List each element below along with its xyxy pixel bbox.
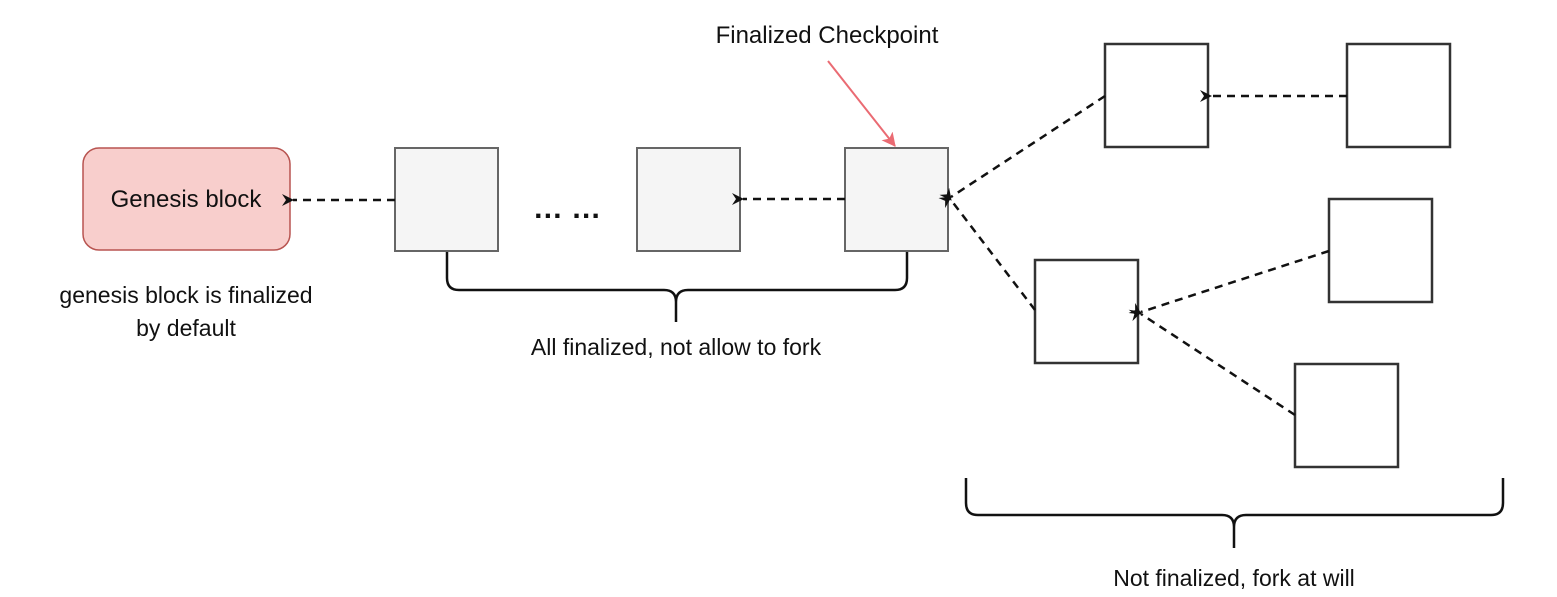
fork-block-b-shape — [1033, 258, 1140, 365]
finalized-block-1-shape — [394, 147, 499, 252]
fork-block-b-child-2-shape — [1293, 362, 1400, 469]
fork-block-a-child — [1345, 42, 1452, 149]
fork-brace-label: Not finalized, fork at will — [1113, 565, 1355, 591]
genesis-block: Genesis block — [82, 147, 291, 251]
edge-forkA-to-checkpoint — [938, 94, 1106, 209]
chain-ellipsis: … … — [533, 192, 601, 225]
fork-block-b-child-1-shape — [1327, 197, 1434, 304]
fork-block-b-child-1 — [1327, 197, 1434, 304]
fork-block-b — [1033, 258, 1140, 365]
checkpoint-block-shape — [844, 147, 949, 252]
finalized-block-2 — [636, 147, 741, 252]
fork-block-b-child-2 — [1293, 362, 1400, 469]
edge-forkBchild2-to-forkB — [1128, 302, 1296, 417]
genesis-caption-line2: by default — [136, 315, 236, 341]
fork-block-a-shape — [1103, 42, 1210, 149]
finalized-block-1 — [394, 147, 499, 252]
finalized-block-2-shape — [636, 147, 741, 252]
edge-forkB-to-checkpoint — [939, 187, 1036, 311]
genesis-block-label: Genesis block — [111, 186, 263, 213]
checkpoint-block — [844, 147, 949, 252]
finalized-brace — [445, 252, 909, 322]
fork-block-a-child-shape — [1345, 42, 1452, 149]
edge-forkBchild1-to-forkB — [1128, 249, 1330, 322]
finalized-brace-label: All finalized, not allow to fork — [531, 334, 822, 360]
fork-block-a — [1103, 42, 1210, 149]
checkpoint-pointer-arrow — [827, 60, 896, 147]
fork-brace — [964, 478, 1505, 548]
checkpoint-label: Finalized Checkpoint — [716, 22, 939, 49]
genesis-caption-line1: genesis block is finalized — [59, 282, 312, 308]
